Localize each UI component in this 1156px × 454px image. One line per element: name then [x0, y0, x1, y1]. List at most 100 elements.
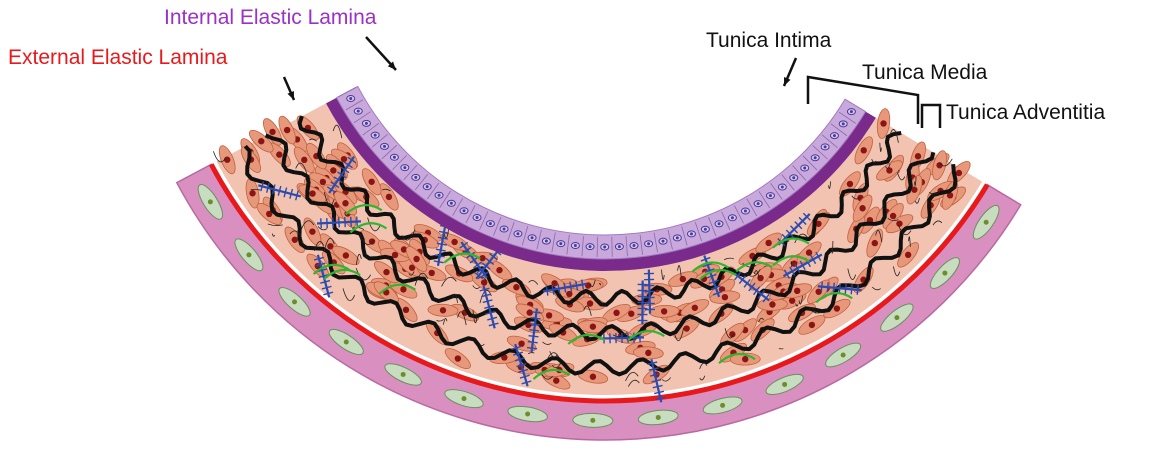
- smooth-muscle-nucleus: [809, 322, 815, 328]
- smooth-muscle-nucleus: [518, 340, 524, 346]
- smooth-muscle-nucleus: [342, 200, 348, 206]
- collagen-tick: [821, 282, 822, 292]
- smooth-muscle-nucleus: [890, 213, 896, 219]
- endothelial-nucleus: [633, 244, 636, 247]
- endothelial-nucleus: [383, 145, 386, 148]
- label-tunica-intima: Tunica Intima: [706, 29, 831, 53]
- smooth-muscle-nucleus: [368, 179, 374, 185]
- adventitia-fibroblast-nucleus: [246, 252, 251, 257]
- smooth-muscle-nucleus: [249, 190, 255, 196]
- smooth-muscle-nucleus: [284, 127, 290, 133]
- smooth-muscle-nucleus: [341, 156, 347, 162]
- collagen-tick: [845, 284, 846, 294]
- smooth-muscle-nucleus: [587, 300, 593, 306]
- smooth-muscle-nucleus: [905, 252, 911, 258]
- endothelial-nucleus: [833, 134, 836, 137]
- endothelial-nucleus: [603, 245, 606, 248]
- smooth-muscle-nucleus: [645, 350, 651, 356]
- endothelial-nucleus: [850, 110, 853, 113]
- smooth-muscle-nucleus: [383, 269, 389, 275]
- endothelial-nucleus: [690, 232, 693, 235]
- adventitia-fibroblast-nucleus: [841, 352, 846, 357]
- endothelial-nucleus: [647, 242, 650, 245]
- endothelial-nucleus: [545, 240, 548, 243]
- endothelial-nucleus: [516, 232, 519, 235]
- smooth-muscle-nucleus: [896, 220, 902, 226]
- smooth-muscle-nucleus: [320, 179, 326, 185]
- adventitia-fibroblast-nucleus: [720, 403, 725, 408]
- endothelial-nucleus: [744, 210, 747, 213]
- endothelial-nucleus: [426, 185, 429, 188]
- smooth-muscle-nucleus: [386, 194, 392, 200]
- collagen-tick: [857, 285, 858, 295]
- endothelial-nucleus: [463, 209, 466, 212]
- endothelial-nucleus: [414, 176, 417, 179]
- smooth-muscle-nucleus: [276, 151, 282, 157]
- endothelial-nucleus: [824, 145, 827, 148]
- adventitia-fibroblast-nucleus: [401, 372, 406, 377]
- smooth-muscle-nucleus: [269, 129, 275, 135]
- smooth-muscle-nucleus: [301, 157, 307, 163]
- smooth-muscle-nucleus: [613, 310, 619, 316]
- smooth-muscle-nucleus: [455, 355, 461, 361]
- adventitia-fibroblast-nucleus: [292, 299, 297, 304]
- smooth-muscle-nucleus: [553, 377, 559, 383]
- smooth-muscle-nucleus: [861, 147, 867, 153]
- endothelial-nucleus: [489, 222, 492, 225]
- bracket-tunica-adventitia: [922, 105, 940, 128]
- endothelial-cell-border: [597, 237, 598, 257]
- smooth-muscle-nucleus: [834, 305, 840, 311]
- endothelial-nucleus: [393, 156, 396, 159]
- endothelial-nucleus: [676, 236, 679, 239]
- endothelial-nucleus: [803, 167, 806, 170]
- collagen-tick: [839, 283, 840, 293]
- smooth-muscle-nucleus: [429, 270, 435, 276]
- smooth-muscle-nucleus: [794, 288, 800, 294]
- smooth-muscle-nucleus: [546, 312, 552, 318]
- label-external-elastic-lamina: External Elastic Lamina: [8, 46, 227, 70]
- endothelial-nucleus: [814, 156, 817, 159]
- smooth-muscle-nucleus: [880, 120, 886, 126]
- smooth-muscle-nucleus: [330, 167, 336, 173]
- smooth-muscle-nucleus: [343, 252, 349, 258]
- adventitia-fibroblast-nucleus: [461, 396, 466, 401]
- endothelial-nucleus: [792, 176, 795, 179]
- collagen-tick: [851, 284, 852, 294]
- smooth-muscle-nucleus: [496, 267, 502, 273]
- smooth-muscle-nucleus: [400, 286, 406, 292]
- smooth-muscle-nucleus: [292, 237, 298, 243]
- endothelial-nucleus: [403, 166, 406, 169]
- smooth-muscle-nucleus: [309, 190, 315, 196]
- adventitia-fibroblast-nucleus: [984, 220, 989, 225]
- endothelial-nucleus: [503, 227, 506, 230]
- smooth-muscle-nucleus: [309, 228, 315, 234]
- endothelial-nucleus: [531, 236, 534, 239]
- smooth-muscle-nucleus: [661, 308, 667, 314]
- smooth-muscle-nucleus: [451, 239, 457, 245]
- smooth-muscle-nucleus: [769, 301, 775, 307]
- smooth-muscle-nucleus: [915, 153, 921, 159]
- endothelial-nucleus: [365, 122, 368, 125]
- smooth-muscle-nucleus: [590, 323, 596, 329]
- smooth-muscle-nucleus: [369, 238, 375, 244]
- collagen-tick: [833, 283, 834, 293]
- endothelial-nucleus: [842, 122, 845, 125]
- endothelial-nucleus: [718, 222, 721, 225]
- smooth-muscle-nucleus: [628, 311, 634, 317]
- smooth-muscle-nucleus: [722, 294, 728, 300]
- endothelial-nucleus: [589, 245, 592, 248]
- smooth-muscle-nucleus: [590, 374, 596, 380]
- endothelial-nucleus: [731, 216, 734, 219]
- smooth-muscle-nucleus: [258, 138, 264, 144]
- endothelial-nucleus: [374, 134, 377, 137]
- endothelial-nucleus: [757, 202, 760, 205]
- endothelial-nucleus: [476, 216, 479, 219]
- adventitia-fibroblast-nucleus: [208, 199, 213, 204]
- adventitia-fibroblast-nucleus: [344, 339, 349, 344]
- smooth-muscle-nucleus: [513, 284, 519, 290]
- smooth-muscle-nucleus: [956, 170, 962, 176]
- adventitia-fibroblast-nucleus: [942, 271, 947, 276]
- adventitia-fibroblast-nucleus: [525, 412, 530, 417]
- smooth-muscle-nucleus: [847, 181, 853, 187]
